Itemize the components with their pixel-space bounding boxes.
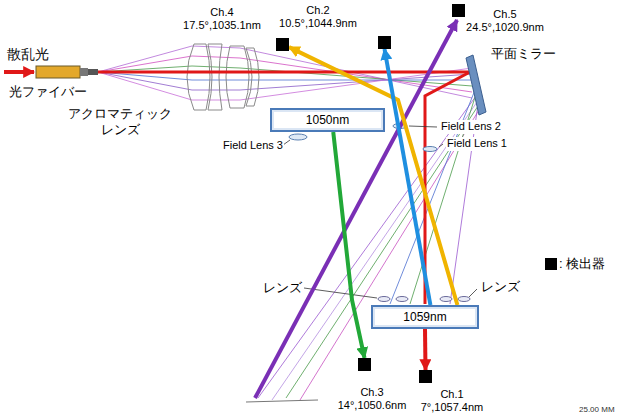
part-label: Field Lens 2: [440, 120, 502, 134]
part-label: Field Lens 3: [222, 139, 284, 153]
label-holder: レンズ: [480, 279, 521, 295]
label-holder: 光ファイバー: [8, 84, 88, 100]
lens-element: [246, 48, 259, 106]
image-plane: [246, 400, 318, 402]
field-lens: [423, 147, 437, 152]
label-holder: 散乱光: [6, 46, 50, 64]
lens-element: [208, 44, 222, 110]
legend-text: : 検出器: [559, 256, 605, 272]
part-label: レンズ: [262, 280, 303, 296]
filter-box: 1050nm: [270, 108, 385, 132]
leader-line: [409, 126, 437, 127]
light-beam: [289, 47, 457, 305]
lens-element: [226, 46, 249, 108]
filter-label: 1059nm: [379, 310, 471, 324]
fiber-connector: [80, 68, 88, 76]
channel-label: Ch.2 10.5°,1044.9nm: [279, 4, 357, 30]
lens-element: [187, 44, 210, 110]
leader-line: [469, 289, 477, 297]
detector: Ch.3 14°,1050.6nm: [358, 358, 371, 371]
fiber-tip: [88, 69, 98, 75]
light-beam: [385, 49, 431, 305]
light-beam: [333, 132, 364, 358]
channel-label: Ch.4 17.5°,1035.1nm: [183, 6, 261, 32]
filter-box: 1059nm: [371, 305, 479, 329]
ray: [300, 110, 479, 400]
part-label: Field Lens 1: [446, 137, 508, 151]
part-label: アクロマティック レンズ: [67, 106, 173, 139]
main-beam: [98, 71, 470, 74]
ray: [98, 72, 472, 90]
legend-row: : 検出器: [545, 256, 605, 272]
label-holder: アクロマティック レンズ: [67, 106, 173, 139]
field-lens: [289, 134, 307, 140]
flat-mirror: [466, 55, 486, 115]
ray: [98, 46, 472, 98]
channel-label: Ch.5 24.5°,1020.9nm: [466, 8, 544, 34]
ray-fan: [98, 46, 479, 400]
fiber-body: [36, 66, 80, 78]
part-label: 光ファイバー: [8, 84, 88, 100]
part-label: 25.00 MM: [578, 405, 616, 415]
channel-label: Ch.1 7°,1057.4nm: [421, 388, 484, 414]
detector: Ch.5 24.5°,1020.9nm: [452, 4, 465, 17]
ray: [98, 56, 472, 92]
label-holder: 平面ミラー: [490, 46, 557, 62]
label-holder: Ch.1 7°,1057.4nm: [421, 388, 484, 414]
ray: [258, 96, 476, 398]
part-label: 散乱光: [6, 46, 50, 64]
small-lens: [458, 297, 470, 302]
legend-swatch: [545, 258, 557, 270]
channel-label: Ch.3 14°,1050.6nm: [338, 386, 407, 412]
achromatic-lens: [187, 44, 259, 110]
label-holder: Ch.4 17.5°,1035.1nm: [183, 6, 261, 32]
small-lens: [440, 297, 452, 302]
label-holder: Ch.3 14°,1050.6nm: [338, 386, 407, 412]
small-lens: [378, 297, 390, 302]
leader-line: [439, 144, 443, 147]
part-label: レンズ: [480, 279, 521, 295]
input-beam: [4, 70, 34, 74]
label-holder: 25.00 MM: [578, 405, 616, 415]
leader-line: [283, 140, 290, 145]
detector: Ch.1 7°,1057.4nm: [419, 370, 432, 383]
detector: Ch.4 17.5°,1035.1nm: [276, 38, 289, 51]
small-lens: [396, 297, 408, 302]
channel-beam: [255, 20, 457, 398]
part-label: 平面ミラー: [490, 46, 557, 62]
label-holder: Field Lens 1: [446, 137, 508, 151]
filter-label: 1050nm: [278, 113, 377, 127]
label-holder: Ch.2 10.5°,1044.9nm: [279, 4, 357, 30]
detector: Ch.2 10.5°,1044.9nm: [378, 36, 391, 49]
ray: [450, 104, 478, 304]
light-beam: [423, 329, 428, 370]
label-holder: Field Lens 2: [440, 120, 502, 134]
label-holder: Ch.5 24.5°,1020.9nm: [466, 8, 544, 34]
label-holder: Field Lens 3: [222, 139, 284, 153]
label-holder: レンズ: [262, 280, 303, 296]
